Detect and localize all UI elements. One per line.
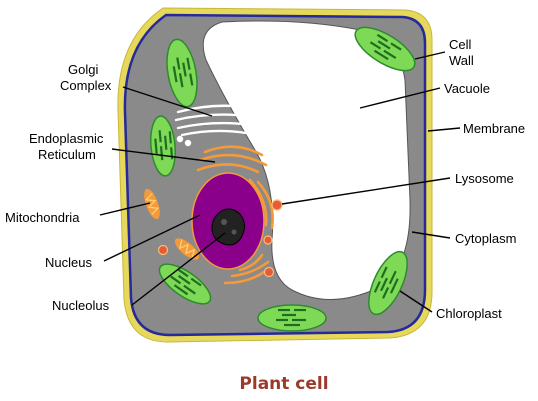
lysosome [264, 236, 272, 244]
label-golgi-line2: Complex [60, 78, 112, 93]
lysosome [159, 246, 168, 255]
chloroplast [258, 305, 326, 331]
label-lysosome: Lysosome [455, 171, 514, 186]
label-nucleus: Nucleus [45, 255, 92, 270]
label-er-line1: Endoplasmic [29, 131, 104, 146]
label-er-line2: Reticulum [38, 147, 96, 162]
label-membrane: Membrane [463, 121, 525, 136]
label-nucleolus: Nucleolus [52, 298, 110, 313]
label-cell-wall-line2: Wall [449, 53, 474, 68]
lysosome [272, 200, 282, 210]
lysosome [265, 268, 274, 277]
label-cytoplasm: Cytoplasm [455, 231, 516, 246]
label-mitochondria: Mitochondria [5, 210, 80, 225]
label-chloroplast: Chloroplast [436, 306, 502, 321]
diagram-title: Plant cell [239, 374, 328, 394]
label-cell-wall-line1: Cell [449, 37, 472, 52]
label-golgi-line1: Golgi [68, 62, 98, 77]
label-vacuole: Vacuole [444, 81, 490, 96]
